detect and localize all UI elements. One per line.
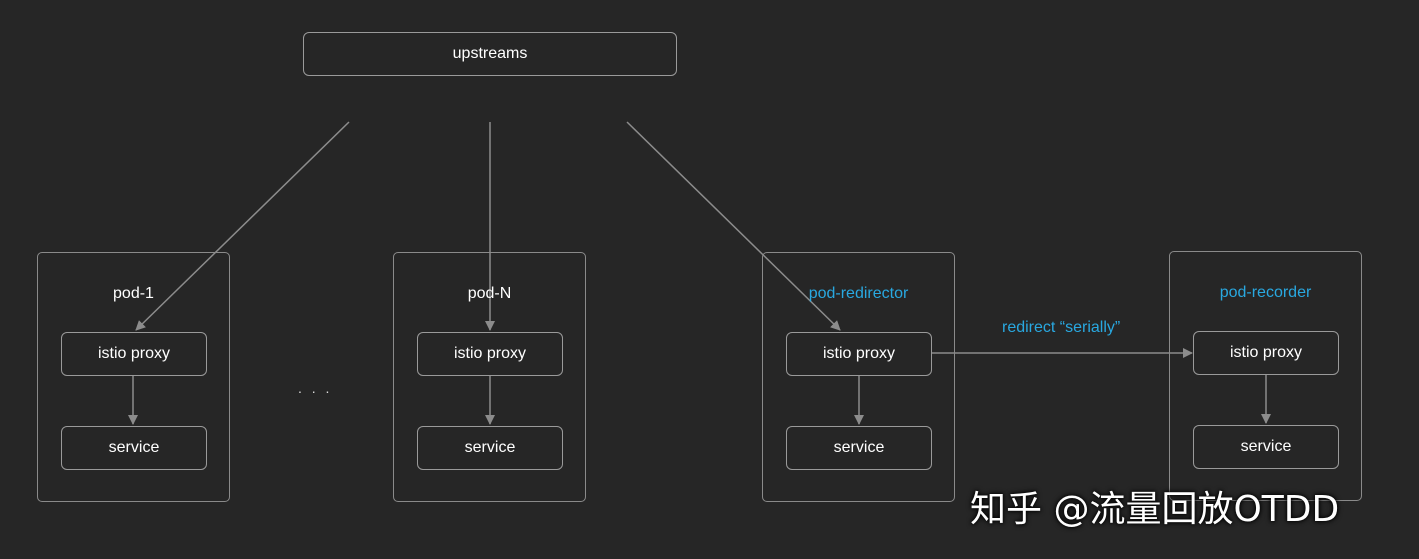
pod-recorder-istio-proxy: istio proxy bbox=[1193, 331, 1339, 375]
pod-redirector-service: service bbox=[786, 426, 932, 470]
pod-1-service: service bbox=[61, 426, 207, 470]
pod-recorder-title: pod-recorder bbox=[1219, 284, 1312, 301]
pod-n-service-label: service bbox=[464, 439, 516, 456]
redirect-serially-label: redirect “serially” bbox=[1002, 319, 1121, 336]
ellipsis: . . . bbox=[298, 380, 333, 396]
pod-1-container bbox=[37, 252, 230, 502]
pod-n-container bbox=[393, 252, 586, 502]
pod-redirector-title: pod-redirector bbox=[808, 285, 909, 302]
pod-n-service: service bbox=[417, 426, 563, 470]
upstreams-node: upstreams bbox=[303, 32, 677, 76]
pod-recorder-service-label: service bbox=[1240, 438, 1292, 455]
pod-recorder-service: service bbox=[1193, 425, 1339, 469]
pod-redirector-istio-proxy: istio proxy bbox=[786, 332, 932, 376]
pod-redirector-istio-proxy-label: istio proxy bbox=[822, 345, 896, 362]
pod-recorder-container bbox=[1169, 251, 1362, 501]
pod-1-istio-proxy-label: istio proxy bbox=[97, 345, 171, 362]
pod-n-istio-proxy: istio proxy bbox=[417, 332, 563, 376]
pod-1-istio-proxy: istio proxy bbox=[61, 332, 207, 376]
pod-1-service-label: service bbox=[108, 439, 160, 456]
zhihu-watermark: 知乎 @流量回放OTDD bbox=[970, 489, 1340, 530]
pod-recorder-istio-proxy-label: istio proxy bbox=[1229, 344, 1303, 361]
pod-n-istio-proxy-label: istio proxy bbox=[453, 345, 527, 362]
upstreams-label: upstreams bbox=[452, 45, 528, 62]
pod-redirector-service-label: service bbox=[833, 439, 885, 456]
pod-1-title: pod-1 bbox=[113, 285, 154, 302]
pod-n-title: pod-N bbox=[467, 285, 512, 302]
pod-redirector-container bbox=[762, 252, 955, 502]
